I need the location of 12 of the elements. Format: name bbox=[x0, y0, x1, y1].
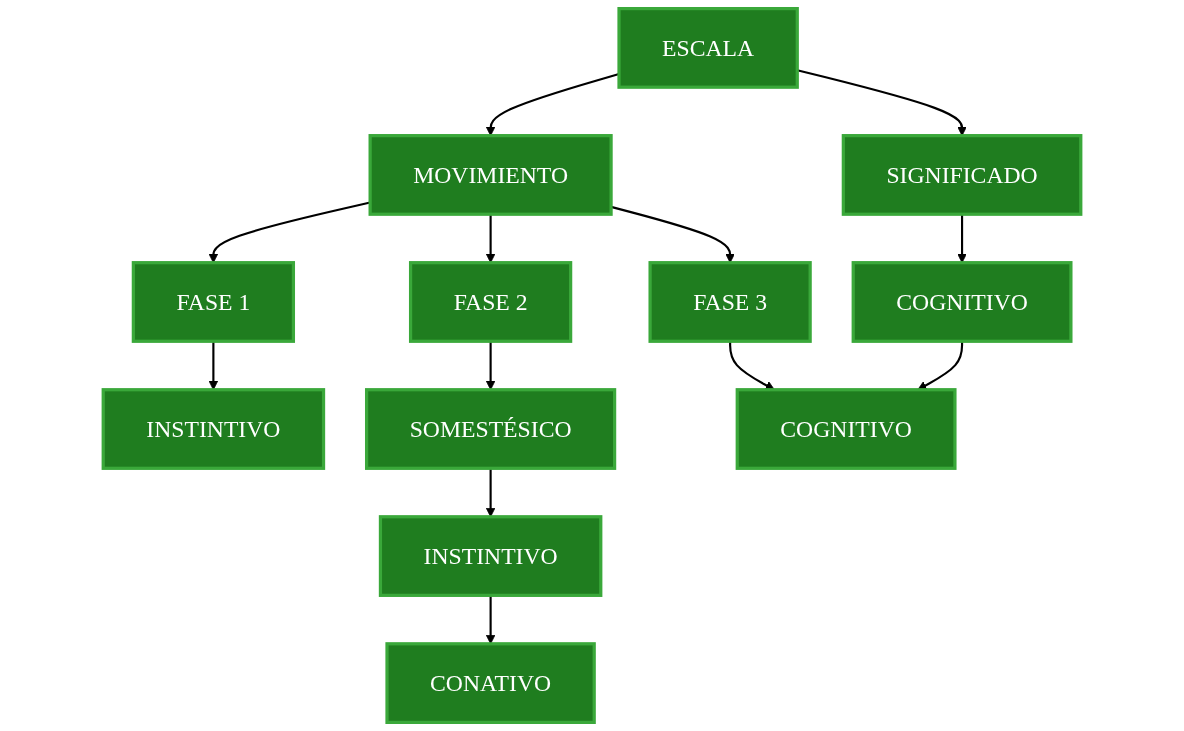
node-box: FASE 2 bbox=[408, 261, 573, 343]
node-box: CONATIVO bbox=[385, 642, 596, 724]
node-box: FASE 3 bbox=[648, 261, 812, 343]
node-box: INSTINTIVO bbox=[101, 388, 326, 470]
node-box: MOVIMIENTO bbox=[368, 134, 613, 216]
node-box: COGNITIVO bbox=[851, 261, 1073, 343]
node-box: SOMESTÉSICO bbox=[365, 388, 617, 470]
node-box: FASE 1 bbox=[131, 261, 296, 343]
node-box: SIGNIFICADO bbox=[841, 134, 1083, 216]
node-box: ESCALA bbox=[617, 7, 799, 89]
node-box: INSTINTIVO bbox=[378, 515, 603, 597]
node-box: COGNITIVO bbox=[735, 388, 957, 470]
